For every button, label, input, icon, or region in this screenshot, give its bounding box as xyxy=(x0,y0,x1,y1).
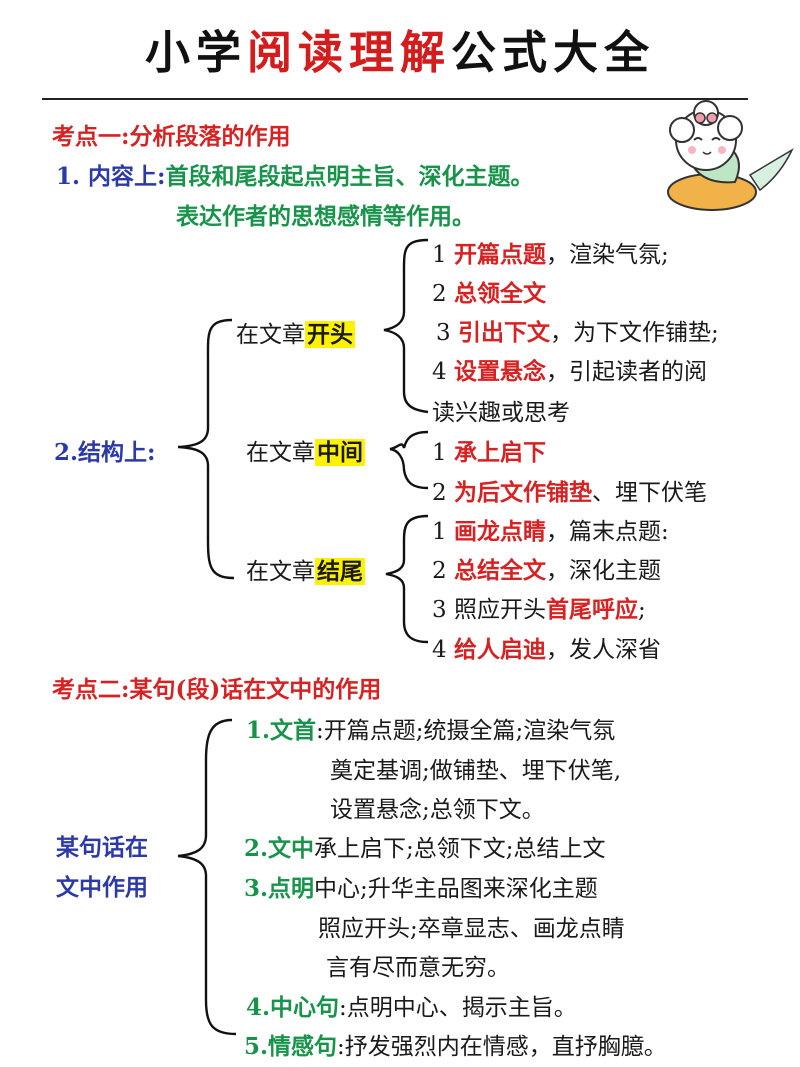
page-title: 小学阅读理解公式大全 xyxy=(0,16,800,81)
item-rest: ，渲染气氛; xyxy=(545,242,669,268)
item-key: 总结全文 xyxy=(453,557,546,584)
begin-item-4: 4 设置悬念，引起读者的阅 xyxy=(432,352,707,386)
mascot-illustration xyxy=(667,100,794,211)
item-number: 4 xyxy=(432,359,447,385)
item-number: 1 xyxy=(432,242,447,268)
title-highlight: 阅读理解 xyxy=(246,26,451,79)
item-key: 文中 xyxy=(268,835,315,862)
item-number: 2 xyxy=(432,480,447,506)
s2-item-5: 5.情感句:抒发强烈内在情感，直抒胸臆。 xyxy=(244,1027,667,1061)
begin-item-3: 3 引出下文，为下文作铺垫; xyxy=(436,313,719,347)
item-key: 设置悬念 xyxy=(453,358,546,385)
item-number: 3 xyxy=(432,597,447,623)
item-key: 给人启迪 xyxy=(453,636,546,663)
begin-key: 开头 xyxy=(305,321,355,348)
item-key: 文首 xyxy=(270,717,317,744)
item-text: :开篇点题;统摄全篇;渲染气氛 xyxy=(316,718,616,744)
item-rest: 、埋下伏笔 xyxy=(591,480,707,506)
item-key: 中心句 xyxy=(270,994,340,1021)
s2-item-2: 2.文中承上启下;总领下文;总结上文 xyxy=(244,829,606,863)
item-number: 2. xyxy=(244,835,269,862)
end-item-2: 2 总结全文，深化主题 xyxy=(432,551,661,585)
end-item-3: 3 照应开头首尾呼应; xyxy=(432,590,646,624)
section2-label-line2: 文中作用 xyxy=(56,874,148,901)
item-key: 总领全文 xyxy=(453,280,546,307)
content-line2: 表达作者的思想感情等作用。 xyxy=(176,203,475,230)
begin-item-1: 1 开篇点题，渲染气氛; xyxy=(432,235,669,269)
item-pre: 照应开头 xyxy=(453,597,546,623)
section2-heading: 考点二:某句(段)话在文中的作用 xyxy=(52,676,382,703)
middle-item-1: 1 承上启下 xyxy=(432,433,546,467)
item-number: 3 xyxy=(436,320,451,346)
item-key: 承上启下 xyxy=(453,439,546,466)
title-divider xyxy=(42,98,748,100)
item-rest: ，发人深省 xyxy=(545,637,661,663)
item-number: 4. xyxy=(246,994,271,1021)
begin-item-4-cont: 读兴趣或思考 xyxy=(432,400,570,426)
title-part1: 小学 xyxy=(144,26,247,79)
middle-node: 在文章中间 xyxy=(246,433,365,467)
content-line1: 首段和尾段起点明主旨、深化主题。 xyxy=(165,163,534,190)
item-rest: ; xyxy=(637,597,646,623)
begin-item-2: 2 总领全文 xyxy=(432,274,546,308)
content-label: 1. 内容上: xyxy=(56,163,166,190)
end-item-4: 4 给人启迪，发人深省 xyxy=(432,630,661,664)
item-number: 2 xyxy=(432,558,447,584)
item-text: 中心;升华主品图来深化主题 xyxy=(314,876,598,902)
item-key: 画龙点睛 xyxy=(453,518,546,545)
item-key: 首尾呼应 xyxy=(545,596,638,623)
item-key: 点明 xyxy=(268,875,315,902)
item-text: :抒发强烈内在情感，直抒胸臆。 xyxy=(337,1034,667,1060)
s2-item-3-line3: 言有尽而意无穷。 xyxy=(326,955,510,981)
item-key: 为后文作铺垫 xyxy=(453,479,592,506)
s2-item-1: 1.文首:开篇点题;统摄全篇;渲染气氛 xyxy=(246,711,615,745)
end-key: 结尾 xyxy=(315,558,365,585)
section1-heading: 考点一:分析段落的作用 xyxy=(52,123,291,150)
begin-brace xyxy=(383,238,429,414)
middle-item-2: 2 为后文作铺垫、埋下伏笔 xyxy=(432,473,707,507)
item-number: 2 xyxy=(432,281,447,307)
end-brace xyxy=(385,514,429,644)
item-rest: ，引起读者的阅 xyxy=(545,359,707,385)
item-rest: ，为下文作铺垫; xyxy=(549,320,719,346)
content-row: 1. 内容上:首段和尾段起点明主旨、深化主题。 xyxy=(56,157,534,191)
begin-prefix: 在文章 xyxy=(236,322,305,348)
begin-node: 在文章开头 xyxy=(236,315,355,349)
end-prefix: 在文章 xyxy=(246,559,315,585)
item-number: 1 xyxy=(432,440,447,466)
s2-item-1-line3: 设置悬念;总领下文。 xyxy=(330,797,545,823)
structure-label: 2.结构上: xyxy=(54,439,156,466)
s2-item-1-line2: 奠定基调;做铺垫、埋下伏笔, xyxy=(330,758,622,784)
item-text: 承上启下;总领下文;总结上文 xyxy=(314,836,606,862)
item-number: 5. xyxy=(244,1033,269,1060)
item-rest: ，篇末点题: xyxy=(545,519,669,545)
middle-prefix: 在文章 xyxy=(246,440,315,466)
item-key: 开篇点题 xyxy=(453,241,546,268)
item-rest: ，深化主题 xyxy=(545,558,661,584)
item-key: 引出下文 xyxy=(457,319,550,346)
middle-brace xyxy=(389,430,429,490)
section2-brace xyxy=(177,718,237,1036)
structure-braces xyxy=(177,238,429,644)
section2-label-line1: 某句话在 xyxy=(56,834,148,861)
main-brace xyxy=(177,318,235,580)
item-number: 1 xyxy=(432,519,447,545)
end-node: 在文章结尾 xyxy=(246,552,365,586)
item-key: 情感句 xyxy=(268,1033,338,1060)
s2-item-3: 3.点明中心;升华主品图来深化主题 xyxy=(244,869,598,903)
middle-key: 中间 xyxy=(315,439,365,466)
item-number: 3. xyxy=(244,875,269,902)
s2-item-3-line2: 照应开头;卒章显志、画龙点睛 xyxy=(318,916,625,942)
end-item-1: 1 画龙点睛，篇末点题: xyxy=(432,512,669,546)
title-part3: 公式大全 xyxy=(451,26,656,79)
watermark: 小张老师 xyxy=(706,1034,778,1055)
item-text: :点明中心、揭示主旨。 xyxy=(339,995,577,1021)
item-number: 4 xyxy=(432,637,447,663)
item-number: 1. xyxy=(246,717,271,744)
s2-item-4: 4.中心句:点明中心、揭示主旨。 xyxy=(246,988,577,1022)
